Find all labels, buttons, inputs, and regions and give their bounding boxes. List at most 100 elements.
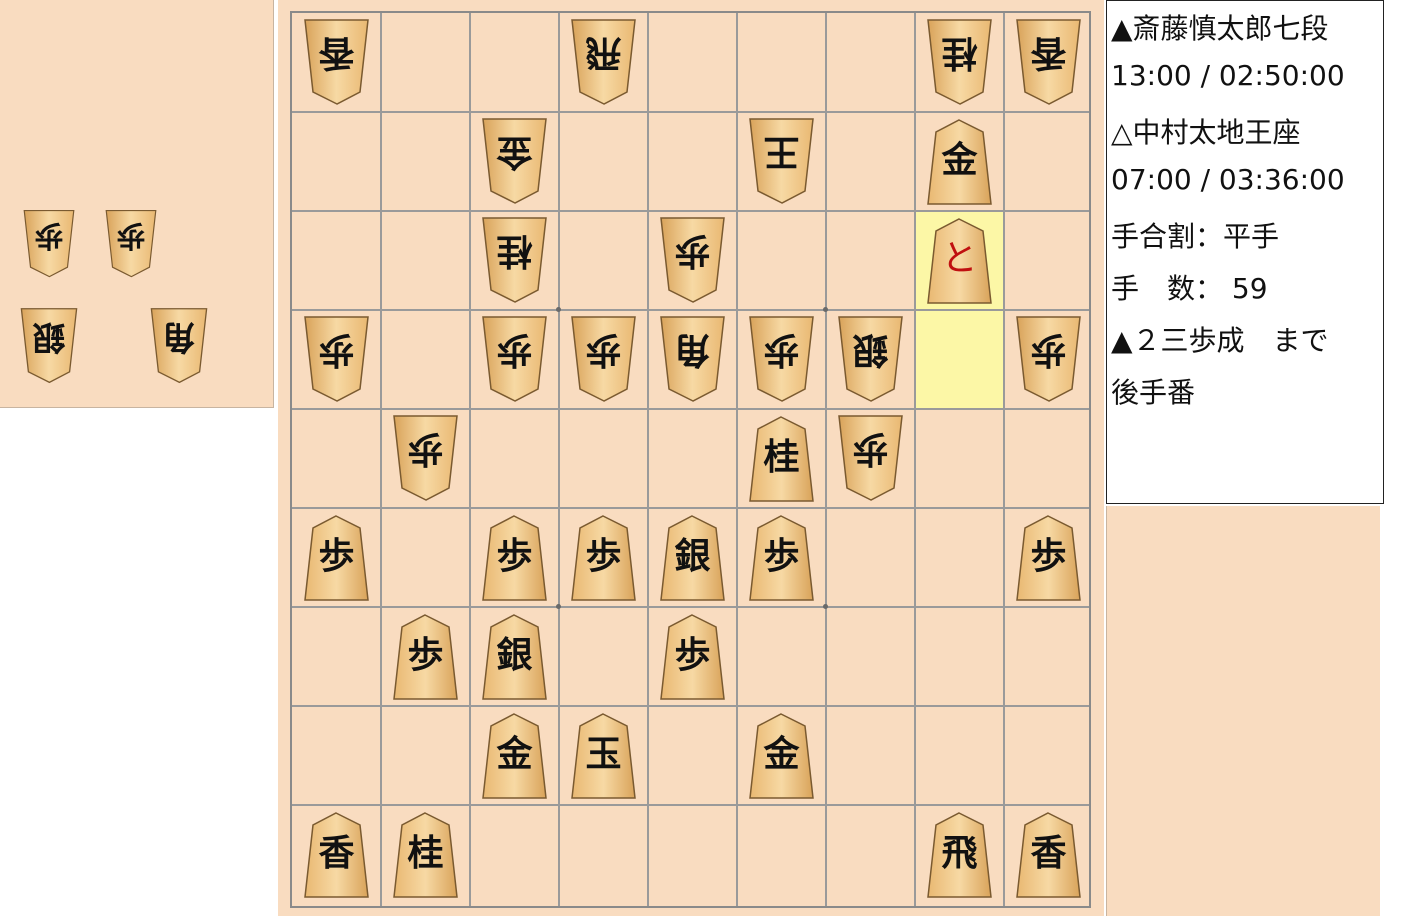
piece-label: 歩 bbox=[318, 329, 355, 371]
board-piece[interactable]: 桂 bbox=[381, 805, 470, 904]
piece-label: 歩 bbox=[34, 219, 64, 253]
grid-line bbox=[469, 13, 471, 906]
board-piece[interactable]: 銀 bbox=[826, 310, 915, 409]
board-piece[interactable]: 金 bbox=[470, 706, 559, 805]
piece-label: 歩 bbox=[116, 219, 146, 253]
board-piece[interactable]: 金 bbox=[737, 706, 826, 805]
piece-label: 香 bbox=[318, 832, 355, 874]
board-piece[interactable]: 香 bbox=[292, 805, 381, 904]
piece-label: 銀 bbox=[496, 634, 533, 676]
board-piece[interactable]: 王 bbox=[737, 112, 826, 211]
board-piece[interactable]: 銀 bbox=[470, 607, 559, 706]
gote-player-name: △中村太地王座 bbox=[1111, 116, 1301, 149]
grid-line bbox=[558, 13, 560, 906]
sente-hand-area[interactable] bbox=[1106, 506, 1380, 916]
board-piece[interactable]: 銀 bbox=[648, 508, 737, 607]
game-info-panel: ▲斎藤慎太郎七段 13:00 / 02:50:00 △中村太地王座 07:00 … bbox=[1106, 0, 1384, 504]
board-piece[interactable]: 歩 bbox=[648, 607, 737, 706]
piece-label: 歩 bbox=[318, 535, 355, 577]
gote-hand-area[interactable]: 歩 歩銀 角 bbox=[0, 0, 274, 408]
board-piece[interactable]: 歩 bbox=[737, 310, 826, 409]
board-piece[interactable]: 桂 bbox=[737, 409, 826, 508]
board-piece[interactable]: 歩 bbox=[559, 310, 648, 409]
board-piece[interactable]: 歩 bbox=[559, 508, 648, 607]
grid-line bbox=[736, 13, 738, 906]
sente-clock: 13:00 / 02:50:00 bbox=[1111, 59, 1345, 92]
shogi-board[interactable]: 香飛桂香金王金桂歩と歩歩歩角歩銀歩歩桂歩歩歩歩銀歩歩歩銀歩金玉金香桂飛香 bbox=[290, 11, 1091, 908]
grid-line bbox=[292, 804, 1089, 806]
piece-label: 桂 bbox=[496, 230, 533, 272]
grid-line bbox=[1003, 13, 1005, 906]
board-piece[interactable]: 桂 bbox=[915, 13, 1004, 112]
star-point bbox=[823, 307, 828, 312]
board-piece[interactable]: 金 bbox=[470, 112, 559, 211]
grid-line bbox=[914, 13, 916, 906]
hand-piece[interactable]: 角 bbox=[140, 298, 218, 394]
board-piece[interactable]: 飛 bbox=[559, 13, 648, 112]
grid-line bbox=[292, 309, 1089, 311]
board-piece[interactable]: 歩 bbox=[292, 508, 381, 607]
last-move-highlight bbox=[915, 310, 1004, 409]
board-piece[interactable]: 飛 bbox=[915, 805, 1004, 904]
piece-label: 王 bbox=[763, 131, 800, 173]
piece-label: 桂 bbox=[763, 436, 800, 478]
piece-label: 歩 bbox=[674, 230, 711, 272]
last-move: ▲２三歩成 まで bbox=[1111, 324, 1329, 357]
star-point bbox=[823, 604, 828, 609]
board-piece[interactable]: 歩 bbox=[648, 211, 737, 310]
grid-line bbox=[292, 507, 1089, 509]
grid-line bbox=[292, 210, 1089, 212]
piece-label: 桂 bbox=[941, 32, 978, 74]
piece-label: 金 bbox=[941, 139, 978, 181]
piece-label: 歩 bbox=[407, 634, 444, 676]
board-piece[interactable]: 香 bbox=[1004, 13, 1093, 112]
board-piece[interactable]: 香 bbox=[292, 13, 381, 112]
piece-label: 歩 bbox=[674, 634, 711, 676]
grid-line bbox=[292, 408, 1089, 410]
handicap-label: 手合割：平手 bbox=[1111, 220, 1280, 253]
piece-label: 香 bbox=[1030, 32, 1067, 74]
piece-label: 歩 bbox=[585, 329, 622, 371]
grid-line bbox=[292, 111, 1089, 113]
board-piece[interactable]: 歩 bbox=[381, 409, 470, 508]
move-count: 手 数： 59 bbox=[1111, 272, 1268, 305]
board-piece[interactable]: 歩 bbox=[1004, 310, 1093, 409]
piece-label: 銀 bbox=[852, 329, 889, 371]
sente-player-name: ▲斎藤慎太郎七段 bbox=[1111, 12, 1329, 45]
grid-line bbox=[292, 705, 1089, 707]
piece-label: 角 bbox=[162, 318, 196, 357]
piece-label: 金 bbox=[496, 733, 533, 775]
board-piece[interactable]: 歩 bbox=[826, 409, 915, 508]
board-piece[interactable]: 金 bbox=[915, 112, 1004, 211]
piece-label: 飛 bbox=[585, 32, 622, 74]
piece-label: 飛 bbox=[941, 832, 978, 874]
board-piece[interactable]: 歩 bbox=[381, 607, 470, 706]
piece-label: 角 bbox=[674, 329, 711, 371]
piece-label: 歩 bbox=[496, 329, 533, 371]
hand-piece[interactable]: 歩 bbox=[96, 200, 166, 288]
piece-label: 桂 bbox=[407, 832, 444, 874]
hand-piece[interactable]: 歩 bbox=[14, 200, 84, 288]
board-piece[interactable]: 歩 bbox=[470, 310, 559, 409]
piece-label: 香 bbox=[318, 32, 355, 74]
board-piece[interactable]: 歩 bbox=[292, 310, 381, 409]
board-piece[interactable]: 香 bbox=[1004, 805, 1093, 904]
star-point bbox=[556, 307, 561, 312]
piece-label: 香 bbox=[1030, 832, 1067, 874]
piece-label: 金 bbox=[496, 131, 533, 173]
piece-label: 歩 bbox=[407, 428, 444, 470]
piece-label: 金 bbox=[763, 733, 800, 775]
board-piece[interactable]: 歩 bbox=[470, 508, 559, 607]
piece-label: 玉 bbox=[585, 733, 622, 775]
board-piece[interactable]: と bbox=[915, 211, 1004, 310]
grid-line bbox=[380, 13, 382, 906]
board-piece[interactable]: 玉 bbox=[559, 706, 648, 805]
board-piece[interactable]: 歩 bbox=[1004, 508, 1093, 607]
piece-label: 歩 bbox=[1030, 535, 1067, 577]
board-piece[interactable]: 桂 bbox=[470, 211, 559, 310]
piece-label: 歩 bbox=[763, 329, 800, 371]
gote-clock: 07:00 / 03:36:00 bbox=[1111, 163, 1345, 196]
board-piece[interactable]: 角 bbox=[648, 310, 737, 409]
hand-piece[interactable]: 銀 bbox=[10, 298, 88, 394]
board-piece[interactable]: 歩 bbox=[737, 508, 826, 607]
